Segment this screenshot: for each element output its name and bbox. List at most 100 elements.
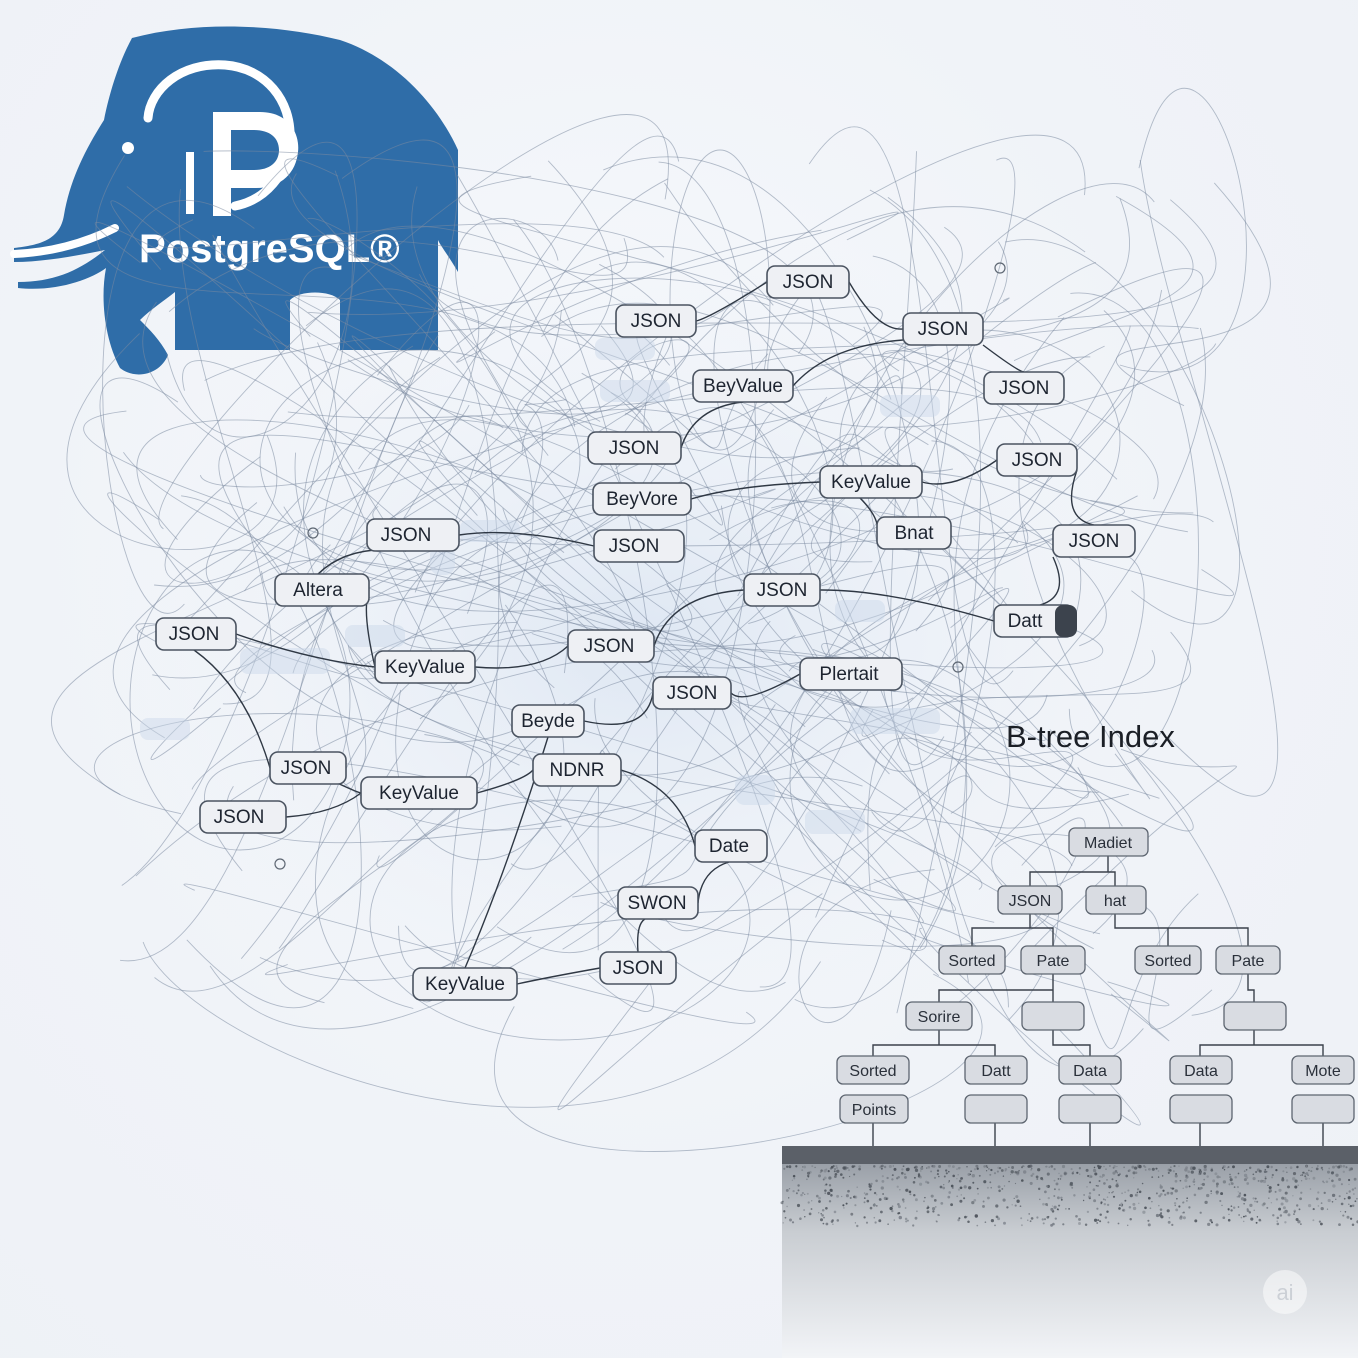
btree-leaf[interactable] [964, 1094, 1028, 1124]
tangle-curve [541, 302, 1188, 533]
speckle [1221, 1204, 1223, 1207]
speckle [1141, 1182, 1144, 1185]
network-node[interactable]: KeyValue [374, 650, 476, 684]
network-node[interactable]: Date [694, 829, 768, 863]
speckle [943, 1175, 946, 1178]
speckle [828, 1184, 832, 1187]
btree-node[interactable]: Data [1169, 1055, 1233, 1085]
network-node[interactable]: Bnat [876, 516, 952, 550]
speckle [1047, 1215, 1050, 1218]
speckle [1300, 1174, 1302, 1177]
speckle [1338, 1178, 1342, 1181]
speckle [966, 1166, 968, 1168]
btree-node[interactable]: Sorted [938, 945, 1006, 975]
speckle [938, 1165, 942, 1168]
btree-node[interactable]: hat [1085, 885, 1147, 915]
network-node[interactable]: JSON [155, 617, 237, 651]
btree-leaf[interactable] [1169, 1094, 1233, 1124]
btree-leaf[interactable] [1291, 1094, 1355, 1124]
btree-node[interactable]: Datt [964, 1055, 1028, 1085]
speckle [873, 1216, 876, 1219]
speckle [1173, 1202, 1177, 1205]
network-node[interactable]: Altera [274, 573, 370, 607]
speckle [821, 1208, 825, 1212]
speckle [933, 1199, 937, 1202]
speckle [1276, 1220, 1278, 1222]
speckle [881, 1180, 885, 1183]
speckle [901, 1168, 904, 1171]
network-node[interactable]: JSON [652, 676, 732, 710]
network-node[interactable]: JSON [766, 265, 850, 299]
speckle [1078, 1222, 1081, 1225]
speckle [975, 1164, 979, 1168]
network-node[interactable]: KeyValue [819, 465, 923, 499]
network-node[interactable]: JSON [587, 431, 682, 465]
network-node[interactable]: BeyVore [592, 482, 692, 516]
speckle [1169, 1169, 1172, 1172]
btree-leaf[interactable] [1058, 1094, 1122, 1124]
node-label: Bnat [894, 523, 934, 544]
watermark: ai [1263, 1270, 1307, 1314]
btree-node[interactable]: Sorted [1134, 945, 1202, 975]
elephant-shape [14, 26, 458, 375]
network-node[interactable]: JSON [366, 518, 460, 552]
btree-node[interactable]: Pate [1215, 945, 1281, 975]
speckle [1155, 1167, 1158, 1170]
btree-node[interactable]: Mote [1291, 1055, 1355, 1085]
btree-node[interactable]: Sorire [905, 1001, 973, 1031]
network-node[interactable]: KeyValue [360, 776, 478, 810]
btree-node[interactable]: Sorted [836, 1055, 910, 1085]
network-node[interactable]: JSON [615, 304, 697, 338]
speckle [1354, 1200, 1357, 1203]
network-node[interactable]: JSON [269, 751, 347, 785]
speckle [987, 1196, 990, 1200]
network-node[interactable]: JSON [567, 629, 655, 663]
speckle [1275, 1168, 1278, 1172]
speckle [863, 1201, 866, 1204]
speckle [780, 1201, 784, 1205]
speckle [908, 1190, 912, 1194]
speckle [1246, 1209, 1250, 1212]
network-node[interactable]: KeyValue [412, 967, 518, 1001]
network-node[interactable]: Plertait [799, 657, 903, 691]
speckle [1348, 1167, 1351, 1170]
network-node[interactable]: JSON [983, 371, 1065, 405]
network-node[interactable]: BeyValue [692, 369, 794, 403]
btree-node[interactable]: Madiet [1068, 827, 1149, 857]
btree-node[interactable]: JSON [997, 885, 1063, 915]
network-node[interactable]: Datt [993, 604, 1077, 638]
network-node[interactable]: SWON [617, 886, 699, 920]
speckle [1027, 1219, 1029, 1221]
btree-leaf[interactable]: Points [839, 1094, 909, 1124]
speckle [1057, 1178, 1060, 1180]
speckle [814, 1166, 816, 1169]
speckle [1271, 1173, 1274, 1177]
speckle [1307, 1203, 1312, 1208]
speckle [1304, 1172, 1307, 1175]
speckle [840, 1173, 843, 1176]
btree-node[interactable]: Pate [1020, 945, 1086, 975]
network-node[interactable]: JSON [902, 312, 984, 346]
speckle [1037, 1168, 1041, 1172]
network-node[interactable]: JSON [593, 529, 685, 563]
btree-node[interactable]: Data [1058, 1055, 1122, 1085]
network-node[interactable]: JSON [1052, 524, 1136, 558]
speckle [963, 1185, 967, 1189]
speckle [1210, 1192, 1212, 1195]
network-node[interactable]: JSON [743, 573, 821, 607]
network-node[interactable]: JSON [599, 951, 677, 985]
speckle [1001, 1187, 1004, 1190]
btree-node[interactable] [1223, 1001, 1287, 1031]
network-node[interactable]: NDNR [532, 753, 622, 787]
network-node[interactable]: Beyde [511, 704, 585, 738]
tangle-curve [285, 300, 928, 951]
speckle [1184, 1168, 1188, 1172]
speckle [864, 1193, 867, 1196]
speckle [834, 1172, 838, 1176]
tangle-curve [347, 644, 1073, 866]
speckle [1249, 1203, 1253, 1208]
btree-node[interactable] [1021, 1001, 1085, 1031]
network-node[interactable]: JSON [996, 443, 1078, 477]
speckle [1079, 1173, 1081, 1175]
